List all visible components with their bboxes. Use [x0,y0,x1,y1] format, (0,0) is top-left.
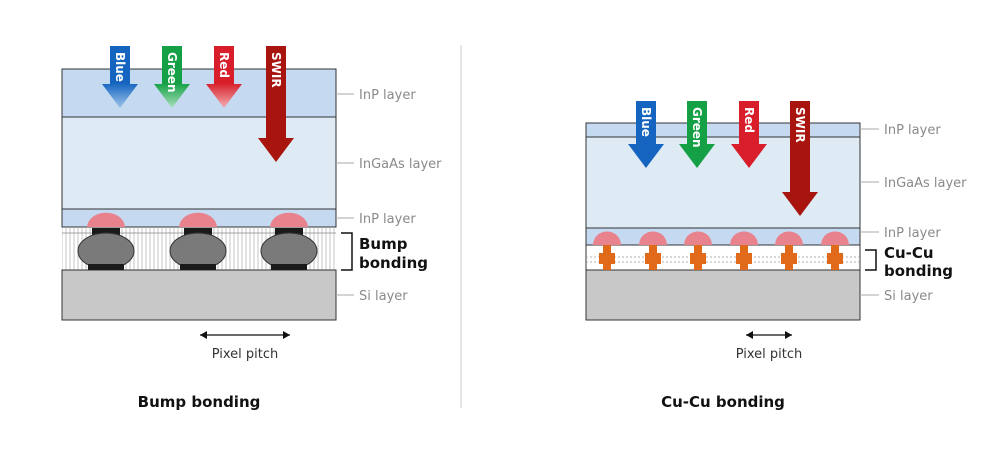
right-arrow-blue-label: Blue [639,107,653,137]
right-caption: Cu-Cu bonding [661,393,785,411]
left-arrow-swir: SWIR [258,46,294,162]
left-label-inp-bottom: InP layer [359,212,416,227]
left-label-ingaas: InGaAs layer [359,157,442,172]
right-si-layer [585,269,861,321]
right-lens [821,231,849,245]
left-bonding-label-line1: Bump [359,235,408,253]
right-cu-pad [781,245,797,270]
left-bump [169,228,227,270]
left-arrow-red: Red [206,46,242,108]
right-arrow-green: Green [679,101,715,168]
right-ingaas-layer [585,136,861,229]
right-cu-pad [736,245,752,270]
left-bonding-label-line2: bonding [359,254,428,272]
right-bonding-label-line1: Cu-Cu [884,244,934,262]
right-label-inp-bottom: InP layer [884,226,941,241]
right-arrow-green-label: Green [690,107,704,148]
left-pixel-pitch-label: Pixel pitch [212,347,279,362]
left-lens [87,212,125,227]
right-arrow-swir-label: SWIR [793,107,807,143]
left-pixel-pitch-arrow [200,331,290,339]
right-bonding-bracket [865,249,877,271]
right-label-ingaas: InGaAs layer [884,176,967,191]
left-ingaas-layer [61,116,337,210]
right-panel: Blue Green Red SWIR InP layer InGaAs lay… [585,101,967,411]
left-inp-top-layer [61,68,337,118]
left-bump [260,228,318,270]
left-arrow-green: Green [154,46,190,108]
right-arrow-blue: Blue [628,101,664,168]
right-inp-top-layer [585,122,861,138]
left-label-si: Si layer [359,289,408,304]
left-bump [77,228,135,270]
right-pixel-pitch-label: Pixel pitch [736,347,803,362]
right-lens [593,231,621,245]
left-lens [179,212,217,227]
right-lens [730,231,758,245]
right-inp-bottom-layer [585,227,861,246]
right-cu-pad [827,245,843,270]
left-bonding-bracket [341,232,353,271]
right-lens [684,231,712,245]
right-cu-pad [599,245,615,270]
right-label-si: Si layer [884,289,933,304]
left-arrow-blue-label: Blue [113,52,127,82]
right-arrow-red-label: Red [742,107,756,133]
left-arrow-red-label: Red [217,52,231,78]
left-lens [270,212,308,227]
right-lens [639,231,667,245]
left-caption: Bump bonding [138,393,261,411]
left-panel: Blue Green Red SWIR InP layer InGaAs lay… [61,46,442,411]
right-bonding-label-line2: bonding [884,262,953,280]
left-arrow-green-label: Green [165,52,179,93]
right-arrow-red: Red [731,101,767,168]
left-label-inp-top: InP layer [359,88,416,103]
right-pixel-pitch-arrow [746,331,792,339]
right-lens [775,231,803,245]
right-arrow-swir: SWIR [782,101,818,216]
right-label-inp-top: InP layer [884,123,941,138]
right-cu-pad [690,245,706,270]
right-cu-region [585,244,861,271]
left-si-layer [61,269,337,321]
right-cu-pad [645,245,661,270]
left-arrow-swir-label: SWIR [269,52,283,88]
left-arrow-blue: Blue [102,46,138,108]
